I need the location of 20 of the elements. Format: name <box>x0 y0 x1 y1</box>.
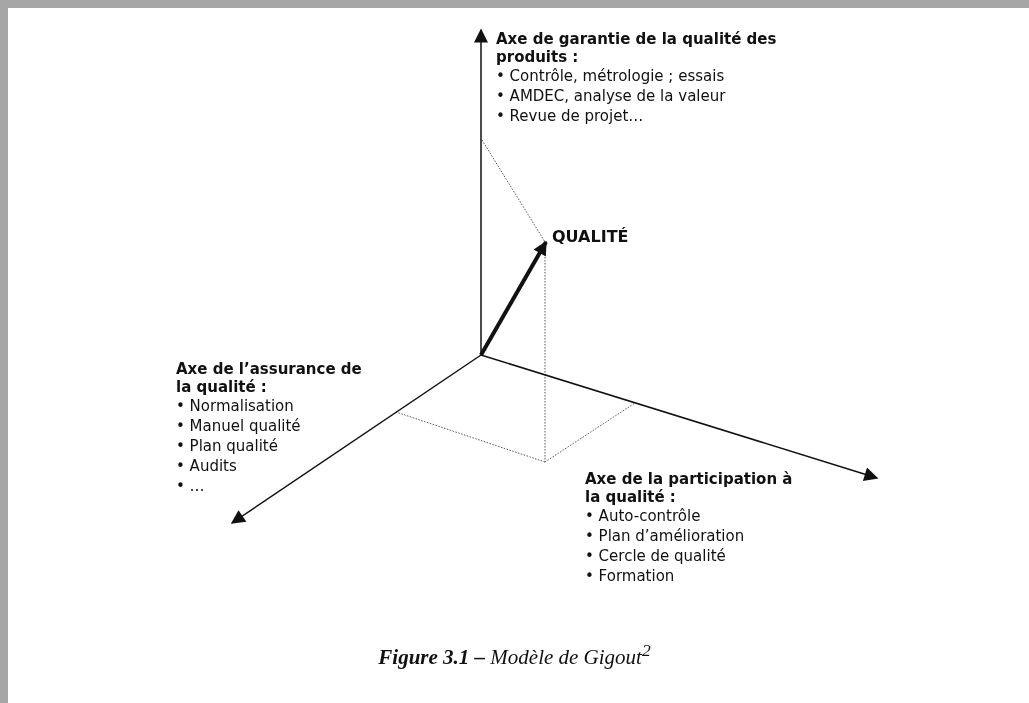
axis-title: Axe de garantie de la qualité des produits : <box>496 30 778 66</box>
list-item: • Plan qualité <box>176 436 279 456</box>
list-item: • Auto-contrôle <box>585 506 702 526</box>
vector-label: QUALITÉ <box>552 228 629 246</box>
list-item: • … <box>176 476 206 496</box>
axis-arrow <box>230 354 482 524</box>
list-item: • Audits <box>176 456 238 476</box>
list-item: • Manuel qualité <box>176 416 302 436</box>
axis-title: Axe de la participation à la qualité : <box>585 470 794 506</box>
vector-arrow <box>479 240 548 356</box>
axis-title: Axe de l’assurance de la qualité : <box>176 360 363 396</box>
axis-arrow <box>480 354 879 481</box>
list-item: • Plan d’amélioration <box>585 526 746 546</box>
list-item: • Normalisation <box>176 396 295 416</box>
list-item: • AMDEC, analyse de la valeur <box>496 86 727 106</box>
list-item: • Cercle de qualité <box>585 546 727 566</box>
list-item: • Revue de projet… <box>496 106 645 126</box>
list-item: • Contrôle, métrologie ; essais <box>496 66 726 86</box>
figure-caption: Figure 3.1 – Modèle de Gigout$^{2}$ <box>378 645 651 669</box>
list-item: • Formation <box>585 566 676 586</box>
